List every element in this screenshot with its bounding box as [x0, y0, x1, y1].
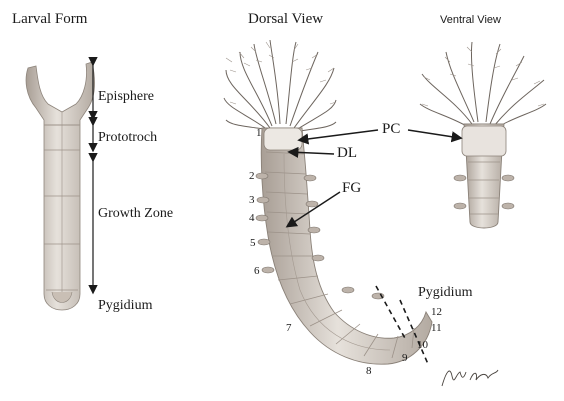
segment-number-6: 6	[254, 266, 260, 277]
label-episphere: Episphere	[98, 90, 154, 104]
label-pc: PC	[382, 122, 400, 137]
ventral-body	[454, 124, 514, 228]
label-growth-zone: Growth Zone	[98, 207, 173, 221]
larval-form-drawing	[26, 62, 95, 310]
segment-number-8: 8	[366, 366, 372, 377]
ventral-tentacle-crown	[420, 42, 546, 128]
label-fg: FG	[342, 181, 361, 196]
segment-number-12: 12	[431, 307, 442, 318]
title-larval-form: Larval Form	[12, 12, 87, 27]
segment-number-7: 7	[286, 323, 292, 334]
title-dorsal-view: Dorsal View	[248, 12, 323, 27]
title-ventral-view: Ventral View	[440, 15, 501, 26]
segment-number-3: 3	[249, 195, 255, 206]
segment-number-9: 9	[402, 353, 408, 364]
pc-leader-dorsal	[300, 130, 378, 140]
pc-leader-ventral	[408, 130, 460, 138]
segment-number-1: 1	[256, 128, 262, 139]
segment-number-10: 10	[417, 340, 428, 351]
segment-number-11: 11	[431, 323, 442, 334]
segment-number-4: 4	[249, 213, 255, 224]
ventral-tentacle-pinnules	[422, 47, 544, 106]
label-pygidium-dorsal: Pygidium	[418, 286, 472, 300]
segment-number-5: 5	[250, 238, 256, 249]
segment-number-2: 2	[249, 171, 255, 182]
artist-signature	[442, 370, 498, 386]
label-prototroch: Prototroch	[98, 131, 157, 145]
label-pygidium-larval: Pygidium	[98, 299, 152, 313]
label-dl: DL	[337, 146, 357, 161]
